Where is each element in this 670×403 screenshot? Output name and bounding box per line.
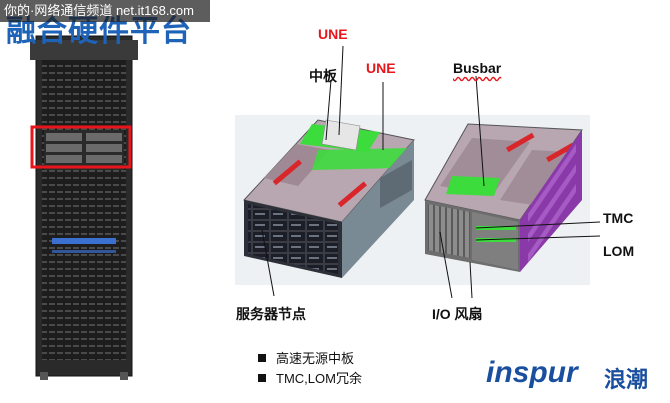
server-rack <box>30 35 138 380</box>
label-io-fan: I/O 风扇 <box>432 306 483 322</box>
label-une-right: UNE <box>366 60 396 76</box>
inspur-logo: inspur <box>486 356 578 389</box>
label-busbar: Busbar <box>453 60 502 76</box>
rear-chassis <box>420 115 590 285</box>
leader-lines <box>261 45 601 299</box>
label-une-top: UNE <box>318 26 348 42</box>
label-server-node: 服务器节点 <box>236 306 306 322</box>
inspur-logo-chinese: 浪潮 <box>604 367 649 392</box>
front-chassis <box>235 115 420 285</box>
bullet-square-icon <box>258 374 266 382</box>
bullet-item: TMC,LOM冗余 <box>258 368 362 387</box>
bullet-square-icon <box>258 354 266 362</box>
bullet-item: 高速无源中板 <box>258 348 354 367</box>
label-midplane: 中板 <box>309 68 337 84</box>
label-lom: LOM <box>603 243 635 259</box>
watermark: 你的·网络通信频道 net.it168.com <box>0 0 210 22</box>
highlight-box <box>30 125 132 169</box>
label-tmc: TMC <box>603 210 634 226</box>
